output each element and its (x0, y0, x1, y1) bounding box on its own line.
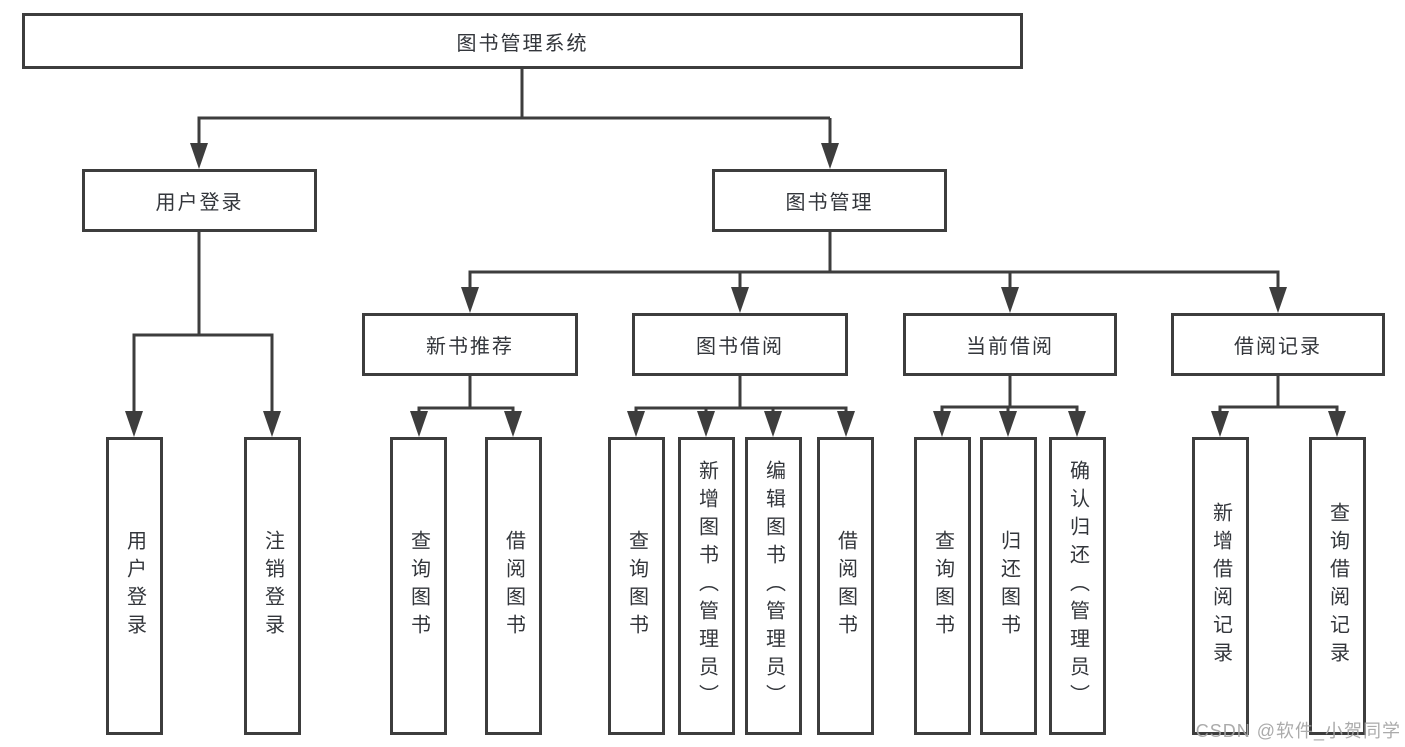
node-new-book-recommend: 新书推荐 (362, 313, 578, 376)
leaf-confirm-return-admin-label: 确认归还（管理员） (1066, 460, 1089, 712)
csdn-watermark: CSDN @软件_小贺同学 (1195, 721, 1401, 741)
node-current-borrowing-label: 当前借阅 (966, 336, 1054, 358)
leaf-borrow-books-borrowing: 借阅图书 (817, 437, 874, 735)
node-root: 图书管理系统 (22, 13, 1023, 69)
leaf-edit-books-admin-label: 编辑图书（管理员） (762, 460, 785, 712)
node-borrowing-records-label: 借阅记录 (1234, 336, 1322, 358)
node-book-borrowing: 图书借阅 (632, 313, 848, 376)
leaf-query-borrow-record-label: 查询借阅记录 (1326, 502, 1349, 670)
node-new-book-recommend-label: 新书推荐 (426, 336, 514, 358)
leaf-edit-books-admin: 编辑图书（管理员） (745, 437, 802, 735)
node-borrowing-records: 借阅记录 (1171, 313, 1385, 376)
leaf-logout-label: 注销登录 (261, 530, 284, 642)
leaf-query-books-borrowing-label: 查询图书 (625, 530, 648, 642)
leaf-borrow-books-recommend: 借阅图书 (485, 437, 542, 735)
node-user-login-label: 用户登录 (155, 192, 244, 214)
leaf-borrow-books-borrowing-label: 借阅图书 (834, 530, 857, 642)
leaf-confirm-return-admin: 确认归还（管理员） (1049, 437, 1106, 735)
node-root-label: 图书管理系统 (456, 32, 589, 55)
leaf-user-login-label: 用户登录 (123, 530, 146, 642)
node-user-login: 用户登录 (82, 169, 317, 232)
leaf-add-books-admin: 新增图书（管理员） (678, 437, 735, 735)
leaf-user-login: 用户登录 (106, 437, 163, 735)
arrowheads (125, 143, 1346, 437)
leaf-return-books: 归还图书 (980, 437, 1037, 735)
node-book-borrowing-label: 图书借阅 (696, 336, 784, 358)
leaf-borrow-books-recommend-label: 借阅图书 (502, 530, 525, 642)
leaf-add-borrow-record: 新增借阅记录 (1192, 437, 1249, 735)
leaf-return-books-label: 归还图书 (997, 530, 1020, 642)
leaf-query-books-current-label: 查询图书 (931, 530, 954, 642)
leaf-logout: 注销登录 (244, 437, 301, 735)
leaf-query-books-recommend-label: 查询图书 (407, 530, 430, 642)
leaf-query-borrow-record: 查询借阅记录 (1309, 437, 1366, 735)
node-current-borrowing: 当前借阅 (903, 313, 1117, 376)
leaf-add-books-admin-label: 新增图书（管理员） (695, 460, 718, 712)
node-book-management-label: 图书管理 (785, 192, 874, 214)
node-book-management: 图书管理 (712, 169, 947, 232)
leaf-add-borrow-record-label: 新增借阅记录 (1209, 502, 1232, 670)
leaf-query-books-recommend: 查询图书 (390, 437, 447, 735)
leaf-query-books-borrowing: 查询图书 (608, 437, 665, 735)
leaf-query-books-current: 查询图书 (914, 437, 971, 735)
